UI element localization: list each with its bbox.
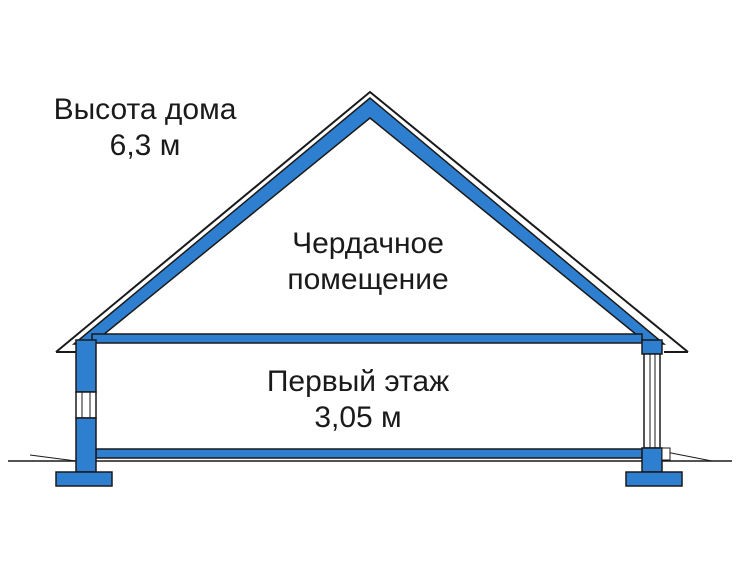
first-floor-title: Первый этаж [266, 365, 450, 398]
roof-outline [55, 90, 689, 353]
house-height-label: Высота дома 6,3 м [30, 92, 260, 164]
right-foundation [625, 471, 683, 487]
house-height-value: 6,3 м [109, 129, 181, 162]
left-foundation [55, 471, 113, 487]
attic-label: Чердачное помещение [248, 226, 488, 298]
right-wall [641, 339, 671, 473]
ground-floor-slab [95, 448, 643, 459]
left-wall [75, 339, 97, 473]
ground [8, 451, 732, 462]
attic-label-line2: помещение [287, 263, 449, 296]
attic-floor-slab [91, 333, 643, 344]
attic-label-line1: Чердачное [292, 227, 444, 260]
first-floor-label: Первый этаж 3,05 м [228, 364, 488, 436]
first-floor-height: 3,05 м [314, 401, 402, 434]
house-height-title: Высота дома [53, 93, 237, 126]
